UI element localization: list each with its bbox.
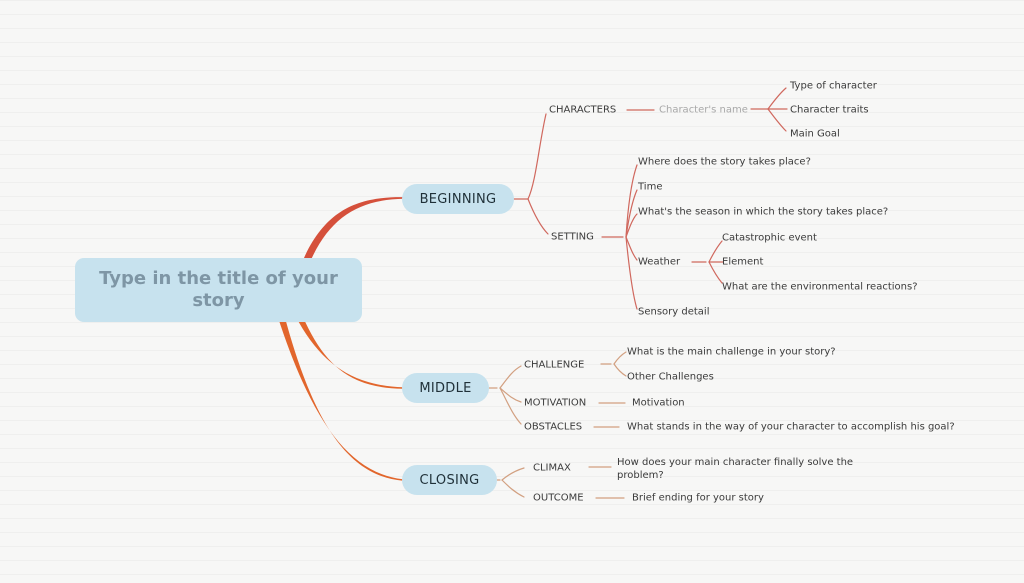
climax-label[interactable]: CLIMAX: [533, 462, 571, 474]
setting-time-label[interactable]: Time: [638, 181, 663, 193]
connector-line: [625, 164, 638, 238]
connector-line: [767, 108, 787, 132]
closing-node[interactable]: CLOSING: [402, 465, 497, 495]
element-label[interactable]: Element: [722, 256, 764, 268]
weather-label[interactable]: Weather: [638, 256, 681, 268]
main-challenge-label[interactable]: What is the main challenge in your story…: [627, 346, 836, 358]
connector-line: [501, 479, 525, 498]
connector-line: [527, 198, 549, 235]
connector-line: [767, 87, 787, 110]
connector-line: [499, 387, 522, 403]
connector-line: [501, 467, 525, 481]
outcome-value-label[interactable]: Brief ending for your story: [632, 492, 764, 504]
root-to-closing-curve: [277, 316, 403, 481]
character-traits-label[interactable]: Character traits: [790, 104, 869, 116]
middle-closing-connectors: [488, 351, 627, 499]
challenge-label[interactable]: CHALLENGE: [524, 359, 585, 371]
catastrophic-event-label[interactable]: Catastrophic event: [722, 232, 817, 244]
connector-line: [499, 365, 522, 389]
root-node[interactable]: Type in the title of your story: [75, 258, 362, 322]
setting-place-label[interactable]: Where does the story takes place?: [638, 156, 811, 168]
connector-line: [625, 213, 638, 238]
setting-season-label[interactable]: What's the season in which the story tak…: [638, 206, 889, 218]
beginning-connectors: [512, 87, 788, 310]
connector-line: [708, 240, 723, 263]
root-to-middle-curve: [295, 316, 403, 389]
setting-label[interactable]: SETTING: [551, 231, 594, 243]
motivation-label[interactable]: MOTIVATION: [524, 397, 587, 409]
connector-line: [625, 189, 638, 238]
sensory-detail-label[interactable]: Sensory detail: [638, 306, 710, 318]
environmental-reactions-label[interactable]: What are the environmental reactions?: [722, 281, 918, 293]
climax-value-label[interactable]: How does your main character finally sol…: [617, 457, 854, 481]
connector-line: [708, 261, 723, 284]
connector-line: [613, 363, 627, 377]
connector-line: [499, 387, 522, 425]
connector-line: [625, 236, 638, 310]
obstacles-label[interactable]: OBSTACLES: [524, 421, 583, 433]
main-goal-label[interactable]: Main Goal: [790, 128, 840, 140]
other-challenges-label[interactable]: Other Challenges: [627, 371, 714, 383]
character-type-label[interactable]: Type of character: [790, 80, 877, 92]
root-to-beginning-curve: [300, 197, 404, 268]
connector-line: [613, 351, 627, 365]
obstacles-value-label[interactable]: What stands in the way of your character…: [627, 421, 955, 433]
connector-line: [527, 113, 547, 200]
character-name-placeholder[interactable]: Character's name: [659, 104, 748, 116]
connector-line: [625, 236, 638, 261]
outcome-label[interactable]: OUTCOME: [533, 492, 584, 504]
beginning-node[interactable]: BEGINNING: [402, 184, 514, 214]
motivation-value-label[interactable]: Motivation: [632, 397, 685, 409]
characters-label[interactable]: CHARACTERS: [549, 104, 617, 116]
middle-node[interactable]: MIDDLE: [402, 373, 489, 403]
